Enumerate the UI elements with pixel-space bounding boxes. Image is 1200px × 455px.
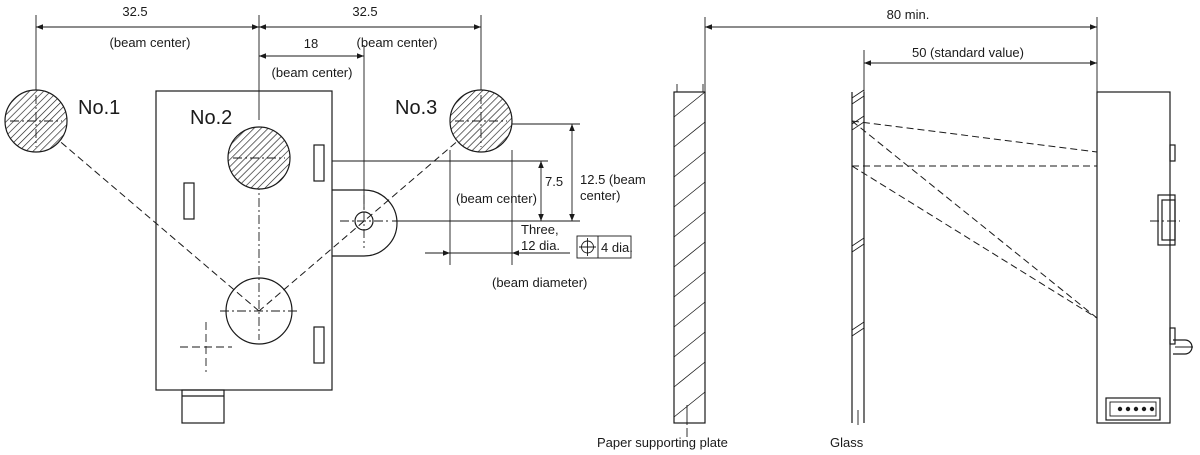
label-12-dia: 12 dia. <box>521 238 560 253</box>
connector-pins <box>1105 397 1161 421</box>
mounting-bracket <box>332 189 398 257</box>
dim-label-32-5-left: 32.5 <box>122 4 147 19</box>
beam-center-label-18: (beam center) <box>272 65 353 80</box>
beam-spot-no1 <box>4 89 68 153</box>
label-no3: No.3 <box>395 97 437 119</box>
beam-spot-no3 <box>449 89 513 153</box>
position-tolerance-frame: 4 dia. <box>576 235 633 259</box>
paper-supporting-plate <box>673 84 706 440</box>
beam-center-label-left: (beam center) <box>110 35 191 50</box>
dim-label-7-5: 7.5 <box>545 174 563 189</box>
dim-label-12-5-cont: center) <box>580 188 620 203</box>
glass-label: Glass <box>830 435 864 450</box>
sensor-body <box>155 90 333 391</box>
glass <box>851 89 865 425</box>
label-4-dia: 4 dia. <box>601 240 633 255</box>
beam-center-label-7-5: (beam center) <box>456 191 537 206</box>
label-no1: No.1 <box>78 97 120 119</box>
lens-circle <box>225 277 293 345</box>
label-no2: No.2 <box>190 107 232 129</box>
sensor-side-view <box>1096 91 1193 424</box>
slot <box>313 144 325 182</box>
paper-plate-label: Paper supporting plate <box>597 435 728 450</box>
slot <box>183 182 195 220</box>
dim-label-18: 18 <box>304 36 318 51</box>
connector-tab <box>181 389 225 424</box>
beam-center-label-mid: (beam center) <box>357 35 438 50</box>
side-view: 80 min. 50 (standard value) Paper suppor… <box>597 7 1193 450</box>
dim-label-32-5-right: 32.5 <box>352 4 377 19</box>
beam-diameter-label: (beam diameter) <box>492 275 587 290</box>
beam-spot-no2 <box>227 126 291 190</box>
dim-label-80: 80 min. <box>887 7 930 22</box>
dim-label-50: 50 (standard value) <box>912 45 1024 60</box>
slot <box>313 326 325 364</box>
dim-label-12-5: 12.5 (beam <box>580 172 646 187</box>
front-view: 32.5 (beam center) 32.5 (beam center) 18… <box>4 4 646 424</box>
label-three: Three, <box>521 222 559 237</box>
